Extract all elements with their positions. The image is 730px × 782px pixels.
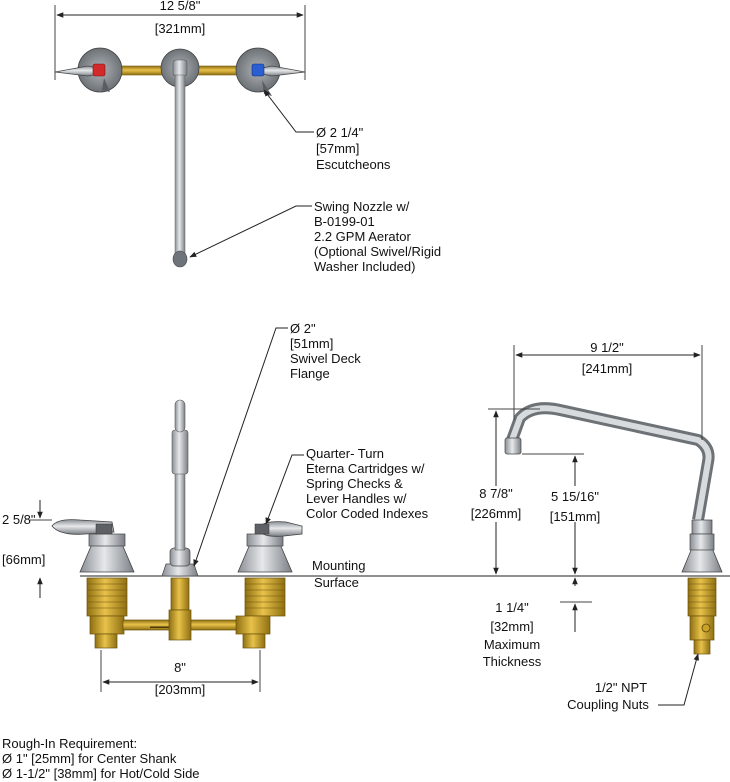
escutcheon-dia: Ø 2 1/4" [316, 125, 364, 140]
mounting-label-1: Mounting [312, 558, 365, 573]
spout-clearance-label-bg [540, 486, 610, 522]
cold-coupling-front [242, 633, 266, 649]
cartridge-leader [265, 454, 304, 525]
deck-flange-line-3: Swivel Deck [290, 351, 361, 366]
rough-in-title: Rough-In Requirement: [2, 736, 137, 751]
cartridge-line-3: Spring Checks & [306, 476, 403, 491]
cartridge-line-2: Eterna Cartridges w/ [306, 461, 425, 476]
coupling-line-2: Coupling Nuts [567, 697, 649, 712]
thickness-line-4: Thickness [483, 654, 542, 669]
overall-width-inch: 12 5/8" [160, 0, 201, 13]
nozzle-line-2: B-0199-01 [314, 214, 375, 229]
center-spacing-inch: 8" [174, 660, 186, 675]
nozzle-leader [189, 205, 312, 258]
side-shank-threads [688, 583, 716, 609]
deck-flange-line-4: Flange [290, 366, 330, 381]
handle-height-inch: 2 5/8" [2, 512, 36, 527]
thickness-line-3: Maximum [484, 637, 540, 652]
center-hub [172, 59, 188, 77]
spout-height-mm: [226mm] [471, 506, 522, 521]
center-body-front [169, 547, 191, 567]
spout-clearance-mm: [151mm] [550, 509, 601, 524]
rough-in-line-1: Ø 1" [25mm] for Center Shank [2, 751, 177, 766]
hot-handle-shadow [102, 78, 110, 92]
side-flange [681, 547, 723, 573]
hot-lever-top [54, 65, 99, 77]
center-coupling-front [168, 609, 192, 641]
center-shank-front [170, 577, 190, 611]
overall-width-mm: [321mm] [155, 21, 206, 36]
spout-highlight [509, 405, 712, 521]
hot-lever-hub [95, 523, 113, 535]
cartridge-line-5: Color Coded Indexes [306, 506, 429, 521]
handle-height-mm: [66mm] [2, 552, 45, 567]
side-shank [687, 577, 717, 617]
cold-shank-front [244, 577, 286, 617]
spout-height-label-bg [464, 486, 528, 522]
top-view: 12 5/8" [321mm] Ø 2 1/4" [57mm] Escutche… [54, 0, 441, 274]
aerator-top [172, 250, 188, 268]
front-view: Mounting Surface ▬▬▬▬▬▬ [2, 321, 730, 697]
escutcheon-label: Escutcheons [316, 157, 391, 172]
coupling-leader [658, 653, 700, 706]
spout-reach-inch: 9 1/2" [590, 340, 624, 355]
crossover-engraving: ▬▬▬▬▬▬ [150, 624, 180, 630]
cartridge-line-1: Quarter- Turn [306, 446, 384, 461]
spout-reach-mm: [241mm] [582, 361, 633, 376]
thickness-mm: [32mm] [490, 619, 533, 634]
side-view: 9 1/2" [241mm] 8 7/8" [226mm] 5 15/16" [… [464, 340, 723, 712]
hot-bonnet-front [88, 533, 126, 547]
side-port-icon [701, 623, 711, 633]
center-spacing-mm: [203mm] [155, 682, 206, 697]
nozzle-line-4: (Optional Swivel/Rigid [314, 244, 441, 259]
nozzle-tip-front [174, 399, 186, 433]
aerator-side [504, 437, 522, 455]
nozzle-line-1: Swing Nozzle w/ [314, 199, 410, 214]
nozzle-swivel-front [171, 429, 189, 475]
hot-index-icon [92, 63, 106, 77]
rough-in-note: Rough-In Requirement: Ø 1" [25mm] for Ce… [2, 736, 200, 781]
escutcheon-leader [263, 89, 314, 133]
hot-tee-front [89, 615, 125, 635]
hot-coupling-front [94, 633, 118, 649]
mounting-label-2: Surface [314, 575, 359, 590]
nozzle-riser-front [174, 469, 186, 551]
side-coupling [693, 639, 711, 655]
deck-flange-dia: Ø 2" [290, 321, 316, 336]
swing-nozzle-top [174, 74, 186, 256]
cold-flange-front [237, 543, 293, 573]
cold-tee-front [235, 615, 271, 635]
cartridge-line-4: Lever Handles w/ [306, 491, 407, 506]
hot-shank-front [86, 577, 128, 617]
deck-flange-mm: [51mm] [290, 336, 333, 351]
spout-collar-side [691, 519, 713, 535]
hot-shank-threads [87, 583, 127, 609]
cold-lever-top [261, 65, 306, 77]
cold-index-icon [251, 63, 265, 77]
deck-flange-leader [193, 327, 288, 567]
cold-lever-hub [254, 523, 270, 535]
cold-shank-threads [245, 583, 285, 609]
spout-clearance-inch: 5 15/16" [551, 489, 599, 504]
nozzle-line-5: Washer Included) [314, 259, 415, 274]
coupling-line-1: 1/2" NPT [595, 680, 647, 695]
spout-height-inch: 8 7/8" [479, 486, 513, 501]
escutcheon-mm: [57mm] [316, 141, 359, 156]
hot-flange-front [79, 543, 135, 573]
rough-in-line-2: Ø 1-1/2" [38mm] for Hot/Cold Side [2, 766, 200, 781]
thickness-inch: 1 1/4" [495, 600, 529, 615]
nozzle-line-3: 2.2 GPM Aerator [314, 229, 411, 244]
side-bonnet [689, 533, 715, 551]
